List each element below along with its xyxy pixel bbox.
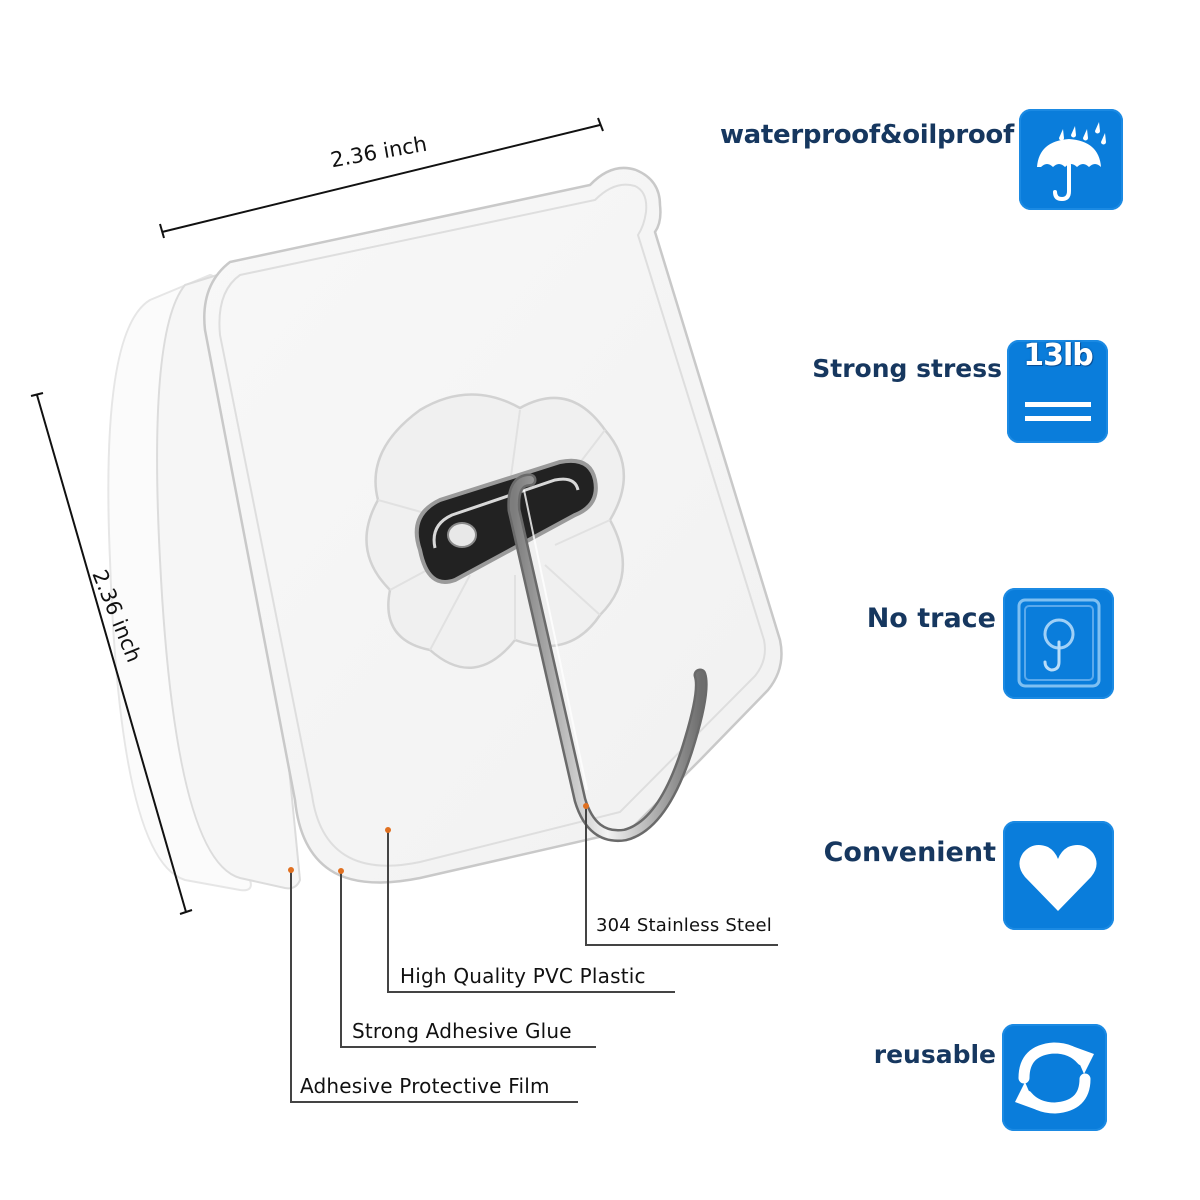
feature-waterproof-label: waterproof&oilproof [719, 120, 1014, 150]
feature-no-trace-label: No trace [866, 603, 996, 634]
callout-protective-film: Adhesive Protective Film [300, 1074, 550, 1098]
feature-strong-stress-label: Strong stress [812, 354, 1002, 383]
callout-pvc-plastic: High Quality PVC Plastic [400, 964, 646, 988]
callout-stainless-steel: 304 Stainless Steel [596, 915, 772, 936]
refresh-arrows-icon [1002, 1024, 1107, 1131]
callout-dots [288, 803, 589, 874]
hook-no-trace-icon [1003, 588, 1114, 699]
dimension-line-left [30, 392, 193, 915]
umbrella-rain-icon [1019, 109, 1123, 210]
callout-leaders [290, 806, 778, 1103]
heart-icon [1003, 821, 1114, 930]
feature-reusable-label: reusable [873, 1040, 996, 1069]
feature-convenient-label: Convenient [823, 837, 996, 868]
stainless-steel-hook [507, 473, 708, 843]
weight-icon [1007, 340, 1108, 443]
hook-mounting-slot [414, 458, 598, 584]
dimension-line-top [159, 117, 604, 239]
callout-adhesive-glue: Strong Adhesive Glue [352, 1019, 572, 1043]
weight-capacity-badge: 13lb [1023, 338, 1094, 373]
